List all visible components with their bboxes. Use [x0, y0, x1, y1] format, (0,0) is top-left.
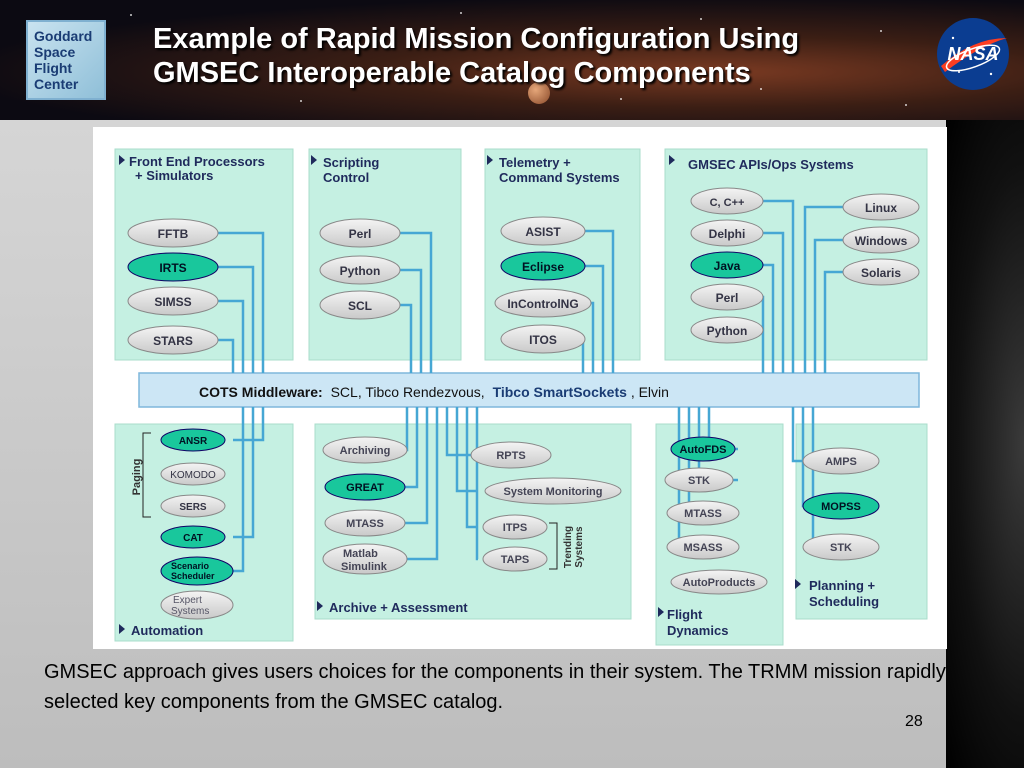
panel-title-fep: Front End Processors+ Simulators	[129, 154, 265, 183]
telemetry-item-label: Eclipse	[522, 260, 564, 274]
archive-item-label: Archiving	[340, 445, 391, 457]
fep-item-label: STARS	[153, 334, 193, 348]
scripting-item-label: Python	[340, 264, 381, 278]
fep-item-label: IRTS	[159, 261, 186, 275]
flight-item-label: STK	[688, 475, 710, 487]
page-number: 28	[905, 713, 923, 730]
archive-item-label: TAPS	[501, 554, 530, 566]
goddard-logo: Goddard Space Flight Center	[26, 20, 106, 100]
scripting-item-label: SCL	[348, 299, 372, 313]
api-item-label: C, C++	[710, 197, 745, 209]
paging-label: Paging	[131, 459, 143, 496]
diagram-frame: Front End Processors+ Simulators Scripti…	[93, 127, 947, 649]
telemetry-item-label: ASIST	[525, 225, 561, 239]
nasa-logo-text: NASA	[947, 44, 998, 64]
fep-items: FFTB IRTS SIMSS STARS	[127, 218, 219, 355]
os-item-label: Solaris	[861, 266, 901, 280]
oval-fftb	[127, 218, 219, 248]
title-line: Example of Rapid Mission Configuration U…	[153, 23, 800, 55]
title-line: GMSEC Interoperable Catalog Components	[153, 57, 751, 89]
telemetry-items: ASIST Eclipse InControlNG ITOS	[494, 216, 592, 354]
api-language-items: C, C++ Delphi Java Perl Python	[690, 187, 764, 344]
api-item-label: Delphi	[709, 227, 746, 241]
slide-header: Goddard Space Flight Center Example of R…	[0, 0, 1024, 120]
automation-item-label: CAT	[183, 533, 203, 544]
logo-line: Space	[34, 44, 76, 60]
telemetry-item-label: InControlNG	[507, 297, 578, 311]
logo-line: Flight	[34, 60, 73, 76]
fep-item-label: SIMSS	[154, 295, 191, 309]
flight-item-label: AutoProducts	[683, 577, 756, 589]
flight-items: AutoFDS STK MTASS MSASS AutoProducts Fli…	[658, 436, 768, 638]
middleware-bar	[138, 372, 920, 408]
planet-decoration	[528, 82, 550, 104]
panel-title-planning: Planning +Scheduling	[809, 578, 879, 609]
panel-title-apis: GMSEC APIs/Ops Systems	[688, 157, 854, 172]
planning-item-label: MOPSS	[821, 501, 861, 513]
planning-item-label: STK	[830, 542, 852, 554]
scripting-items: Perl Python SCL	[319, 218, 401, 320]
oval-stars	[127, 325, 219, 355]
nasa-logo: NASA	[937, 18, 1009, 90]
side-decoration	[946, 120, 1024, 768]
slide-caption: GMSEC approach gives users choices for t…	[44, 661, 946, 713]
automation-item-label: SERS	[179, 502, 207, 513]
archive-item-label: ITPS	[503, 522, 527, 534]
os-item-label: Windows	[855, 234, 908, 248]
logo-line: Goddard	[34, 28, 93, 44]
middleware-label: COTS Middleware: SCL, Tibco Rendezvous, …	[199, 384, 669, 400]
archive-item-label: System Monitoring	[503, 486, 602, 498]
oval-irts-selected	[127, 252, 219, 282]
logo-line: Center	[34, 76, 79, 92]
archive-item-label: GREAT	[346, 482, 384, 494]
fep-item-label: FFTB	[158, 227, 189, 241]
telemetry-item-label: ITOS	[529, 333, 557, 347]
panel-title-archive: Archive + Assessment	[329, 600, 468, 615]
planning-items: AMPS MOPSS STK Planning +Scheduling	[795, 447, 880, 609]
automation-item-label: ANSR	[179, 436, 208, 447]
archive-item-label: MTASS	[346, 518, 384, 530]
flight-item-label: MSASS	[683, 542, 722, 554]
trending-label: TrendingSystems	[563, 526, 585, 568]
api-item-label: Python	[707, 324, 748, 338]
api-os-items: Linux Windows Solaris	[842, 193, 920, 286]
flight-item-label: AutoFDS	[679, 444, 726, 456]
panel-title-telemetry: Telemetry +Command Systems	[499, 155, 620, 185]
scripting-item-label: Perl	[349, 227, 372, 241]
os-item-label: Linux	[865, 201, 897, 215]
oval-simss	[127, 286, 219, 316]
automation-item-label: KOMODO	[170, 470, 216, 481]
panel-title-automation: Automation	[131, 623, 203, 638]
archive-item-label: RPTS	[496, 450, 525, 462]
api-item-label: Perl	[716, 291, 739, 305]
planning-item-label: AMPS	[825, 456, 857, 468]
configuration-diagram: Front End Processors+ Simulators Scripti…	[114, 148, 928, 646]
slide-title: Example of Rapid Mission Configuration U…	[153, 22, 799, 90]
api-item-label: Java	[714, 259, 741, 273]
flight-item-label: MTASS	[684, 508, 722, 520]
